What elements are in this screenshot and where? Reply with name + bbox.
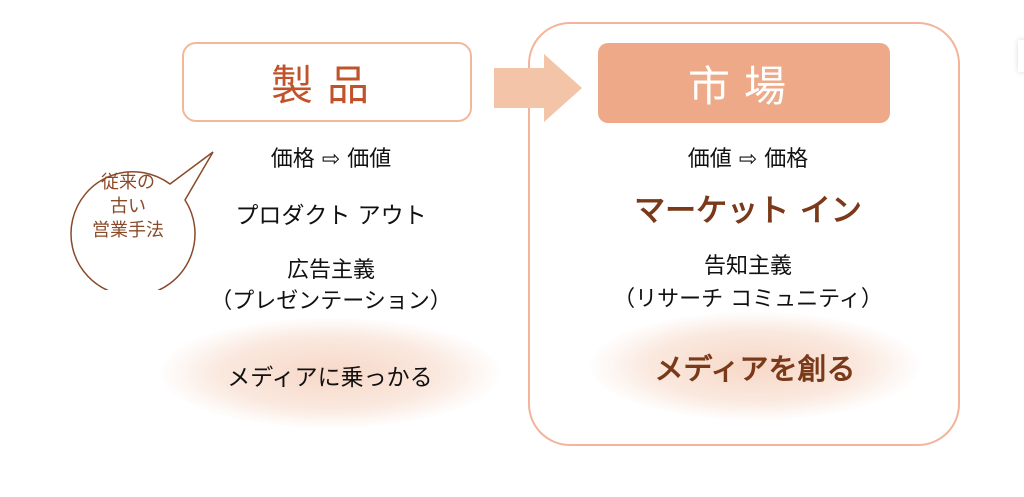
market-title: 市場 [687, 61, 800, 111]
product-title: 製品 [270, 60, 383, 110]
market-notice: 告知主義 [703, 254, 792, 279]
market-media-glow [590, 312, 920, 420]
product-media: メディアに乗っかる [227, 365, 433, 391]
product-header-box: 製品 [182, 42, 472, 122]
product-approach: プロダクト アウト [235, 203, 427, 229]
bubble-line: 営業手法 [92, 220, 164, 241]
market-approach: マーケット イン [634, 193, 862, 229]
product-price-value: 価格 ⇨ 価値 [270, 147, 392, 172]
bubble-line: 従来の [101, 172, 155, 193]
speech-bubble [70, 151, 214, 290]
market-notice-sub: （リサーチ コミュニティ） [613, 287, 883, 312]
market-value-price: 価値 ⇨ 価格 [687, 147, 809, 172]
product-ad: 広告主義 [286, 258, 375, 283]
market-frame [528, 22, 960, 446]
offscreen-panel-edge [1018, 40, 1024, 72]
market-header-box: 市場 [598, 43, 890, 123]
bubble-line: 古い [110, 196, 146, 217]
product-ad-sub: （プレゼンテーション） [210, 289, 452, 314]
right-arrow-icon [494, 54, 582, 122]
product-media-glow [160, 318, 500, 428]
bubble-text: 従来の 古い 営業手法 [68, 171, 188, 243]
market-media: メディアを創る [654, 352, 856, 386]
